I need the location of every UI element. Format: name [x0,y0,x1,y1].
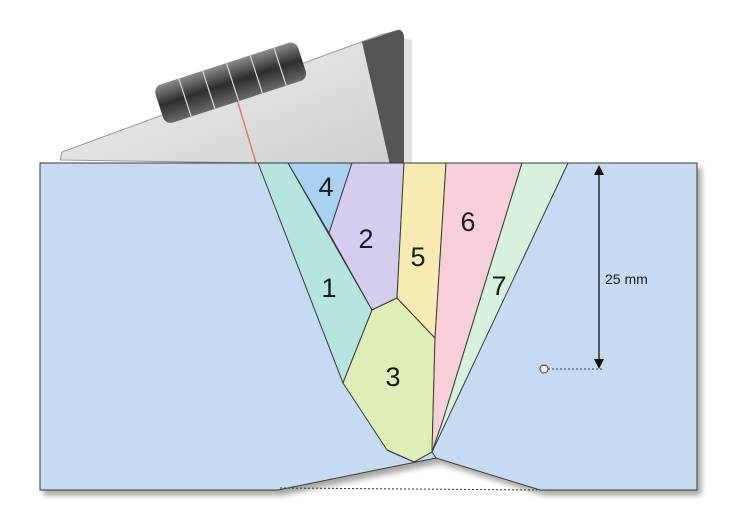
zone-label-4: 4 [318,172,333,202]
zone-label-2: 2 [358,224,373,254]
zone-labels: 1 2 3 4 5 6 7 [318,172,506,392]
zone-label-1: 1 [321,273,336,303]
weld-bead [257,162,569,463]
beam-line [235,95,257,164]
zone-label-3: 3 [385,362,400,392]
depth-dimension: 25 mm [539,165,648,374]
zone-label-5: 5 [410,242,425,272]
probe-shadow [404,38,412,165]
ultrasonic-probe [59,29,412,166]
probe-knob-icon [155,42,307,123]
dimension-label: 25 mm [605,271,648,287]
probe-front-face [362,30,404,165]
bottom-reference-line [279,487,538,491]
zone-label-7: 7 [491,271,506,301]
weld-root [386,449,437,463]
zone-label-6: 6 [460,207,475,237]
reference-hole-icon [539,364,549,374]
